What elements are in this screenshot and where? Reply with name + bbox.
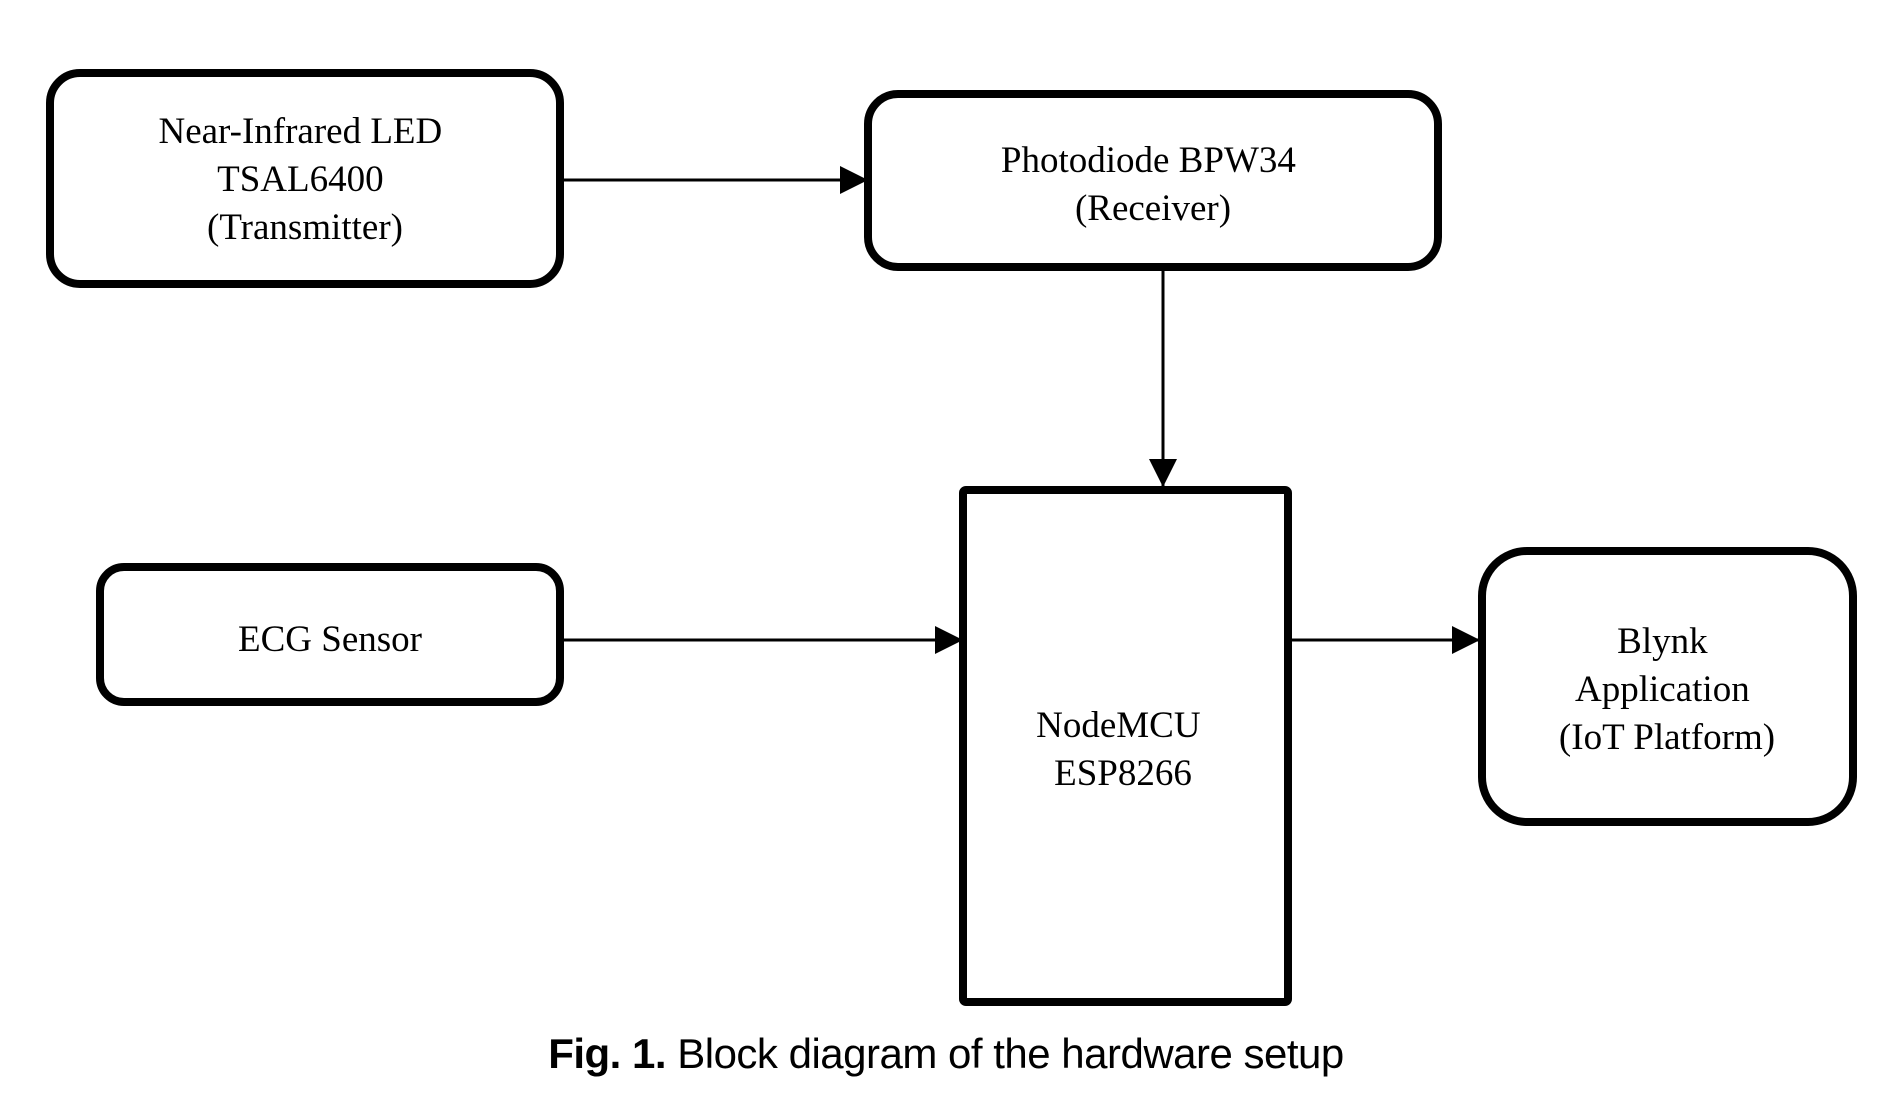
node-nir-led: Near-Infrared LED TSAL6400 (Transmitter) — [46, 69, 564, 288]
node-nir-led-box — [46, 69, 564, 288]
node-blynk-box — [1478, 547, 1857, 826]
svg-text:Blynk Application: Blynk Application (IoT Platform) — [1559, 621, 1775, 758]
node-ecg-box — [96, 563, 564, 706]
figure-label: Fig. 1. — [548, 1030, 667, 1077]
node-photodiode-line-1: Photodiode BPW34 — [1001, 140, 1296, 181]
node-nodemcu-line-1: NodeMCU — [1036, 705, 1200, 746]
node-nir-led-line-3: (Transmitter) — [207, 207, 403, 248]
node-nodemcu-line-2: ESP8266 — [1054, 753, 1192, 794]
node-photodiode: Photodiode BPW34 (Receiver) — [864, 90, 1442, 271]
svg-text:Photodiode BPW34 (Receiv: Photodiode BPW34 (Receiver) — [1001, 140, 1305, 229]
node-ecg-line-1: ECG Sensor — [238, 619, 422, 660]
node-photodiode-box — [864, 90, 1442, 271]
figure-caption-text: Block diagram of the hardware setup — [666, 1030, 1344, 1077]
node-ecg: ECG Sensor — [96, 563, 564, 706]
node-nodemcu: NodeMCU ESP8266 — [959, 486, 1292, 1006]
node-nir-led-line-1: Near-Infrared LED — [158, 111, 442, 152]
node-blynk-line-2: Application — [1575, 669, 1750, 710]
svg-text:ECG Sensor: ECG Sensor — [238, 619, 422, 660]
node-nodemcu-box — [959, 486, 1292, 1006]
node-blynk: Blynk Application (IoT Platform) — [1478, 547, 1857, 826]
node-nir-led-line-2: TSAL6400 — [217, 159, 384, 200]
figure-caption: Fig. 1. Block diagram of the hardware se… — [0, 1030, 1892, 1078]
svg-text:NodeMCU ESP8266: NodeMCU ESP8266 — [1036, 705, 1210, 794]
node-blynk-line-1: Blynk — [1617, 621, 1708, 662]
node-photodiode-line-2: (Receiver) — [1075, 188, 1231, 229]
node-blynk-line-3: (IoT Platform) — [1559, 717, 1775, 758]
connectors — [560, 166, 1480, 654]
svg-text:Near-Infrared LED TSAL64: Near-Infrared LED TSAL6400 (Transmitter) — [158, 111, 451, 248]
